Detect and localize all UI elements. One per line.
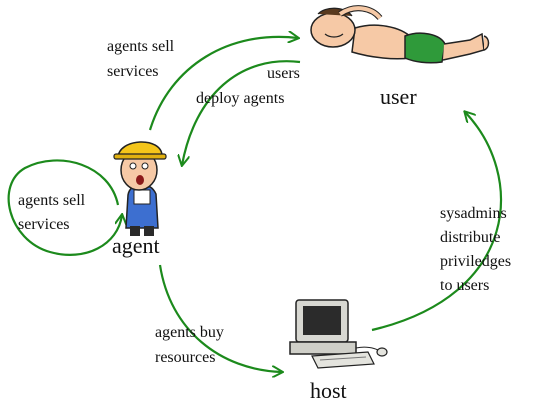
node-label-user: user xyxy=(380,84,417,109)
edge-label-user-to-agent: users deploy agents xyxy=(196,65,304,107)
edge-label-agent-self: agents sell services xyxy=(18,192,89,233)
edge-agent-self-loop xyxy=(7,159,122,256)
edge-agent-to-user xyxy=(148,37,298,131)
edge-label-line: distribute xyxy=(440,229,500,246)
edge-label-agent-to-user: agents sell services xyxy=(107,38,178,80)
edge-agent-to-host xyxy=(158,264,282,372)
node-label-agent: agent xyxy=(112,233,160,258)
edge-host-to-user xyxy=(371,112,503,332)
edge-label-line: users xyxy=(267,65,300,82)
edge-label-agent-to-host: agents buy resources xyxy=(155,324,228,366)
host-computer-icon xyxy=(289,299,388,369)
edge-label-line: deploy agents xyxy=(196,90,284,107)
edge-label-line: services xyxy=(18,216,70,233)
edge-label-line: services xyxy=(107,63,159,80)
node-label-host: host xyxy=(310,378,347,402)
edge-user-to-agent xyxy=(182,60,301,165)
edge-label-line: agents sell xyxy=(107,38,175,55)
edge-label-line: to users xyxy=(440,277,489,294)
edge-label-line: sysadmins xyxy=(440,205,507,222)
edge-label-line: agents sell xyxy=(18,192,86,209)
edge-label-line: resources xyxy=(155,349,215,366)
edge-label-line: agents buy xyxy=(155,324,224,341)
edge-label-host-to-user: sysadmins distribute priviledges to user… xyxy=(440,205,515,294)
agent-worker-icon xyxy=(113,141,167,236)
user-lounging-icon xyxy=(310,5,490,64)
edge-label-line: priviledges xyxy=(440,253,511,270)
